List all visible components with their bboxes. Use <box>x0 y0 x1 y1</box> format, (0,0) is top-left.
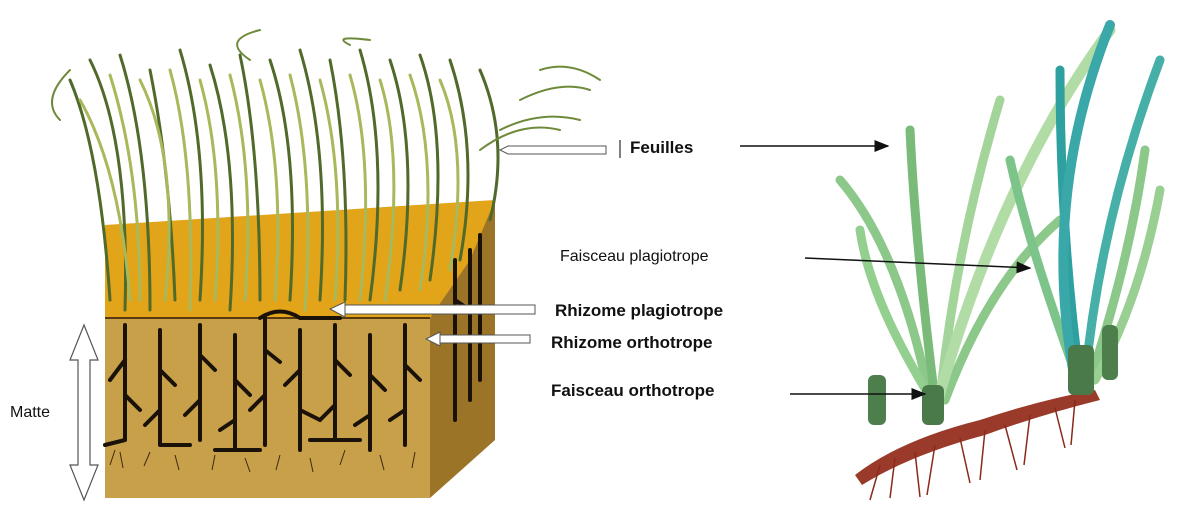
small-shoot-base <box>868 375 886 425</box>
left-shoot-base <box>922 385 944 425</box>
label-orthotropic-bundle: Faisceau orthotrope <box>551 381 714 400</box>
label-orthotropic-rhizome: Rhizome orthotrope <box>551 333 713 352</box>
label-plagiotropic-bundle: Faisceau plagiotrope <box>560 248 709 265</box>
label-matte: Matte <box>10 404 50 421</box>
meadow-block <box>52 30 600 498</box>
right-shoot-base <box>1068 345 1094 395</box>
plant-rhizome <box>855 390 1100 485</box>
small-shoot-base-2 <box>1102 325 1118 380</box>
label-leaves: Feuilles <box>630 138 693 157</box>
leaves-pointer <box>500 140 620 158</box>
label-plagiotropic-rhizome: Rhizome plagiotrope <box>555 301 723 320</box>
seagrass-plant <box>840 25 1160 500</box>
matte-double-arrow <box>70 325 98 500</box>
matte-layer <box>105 318 430 498</box>
